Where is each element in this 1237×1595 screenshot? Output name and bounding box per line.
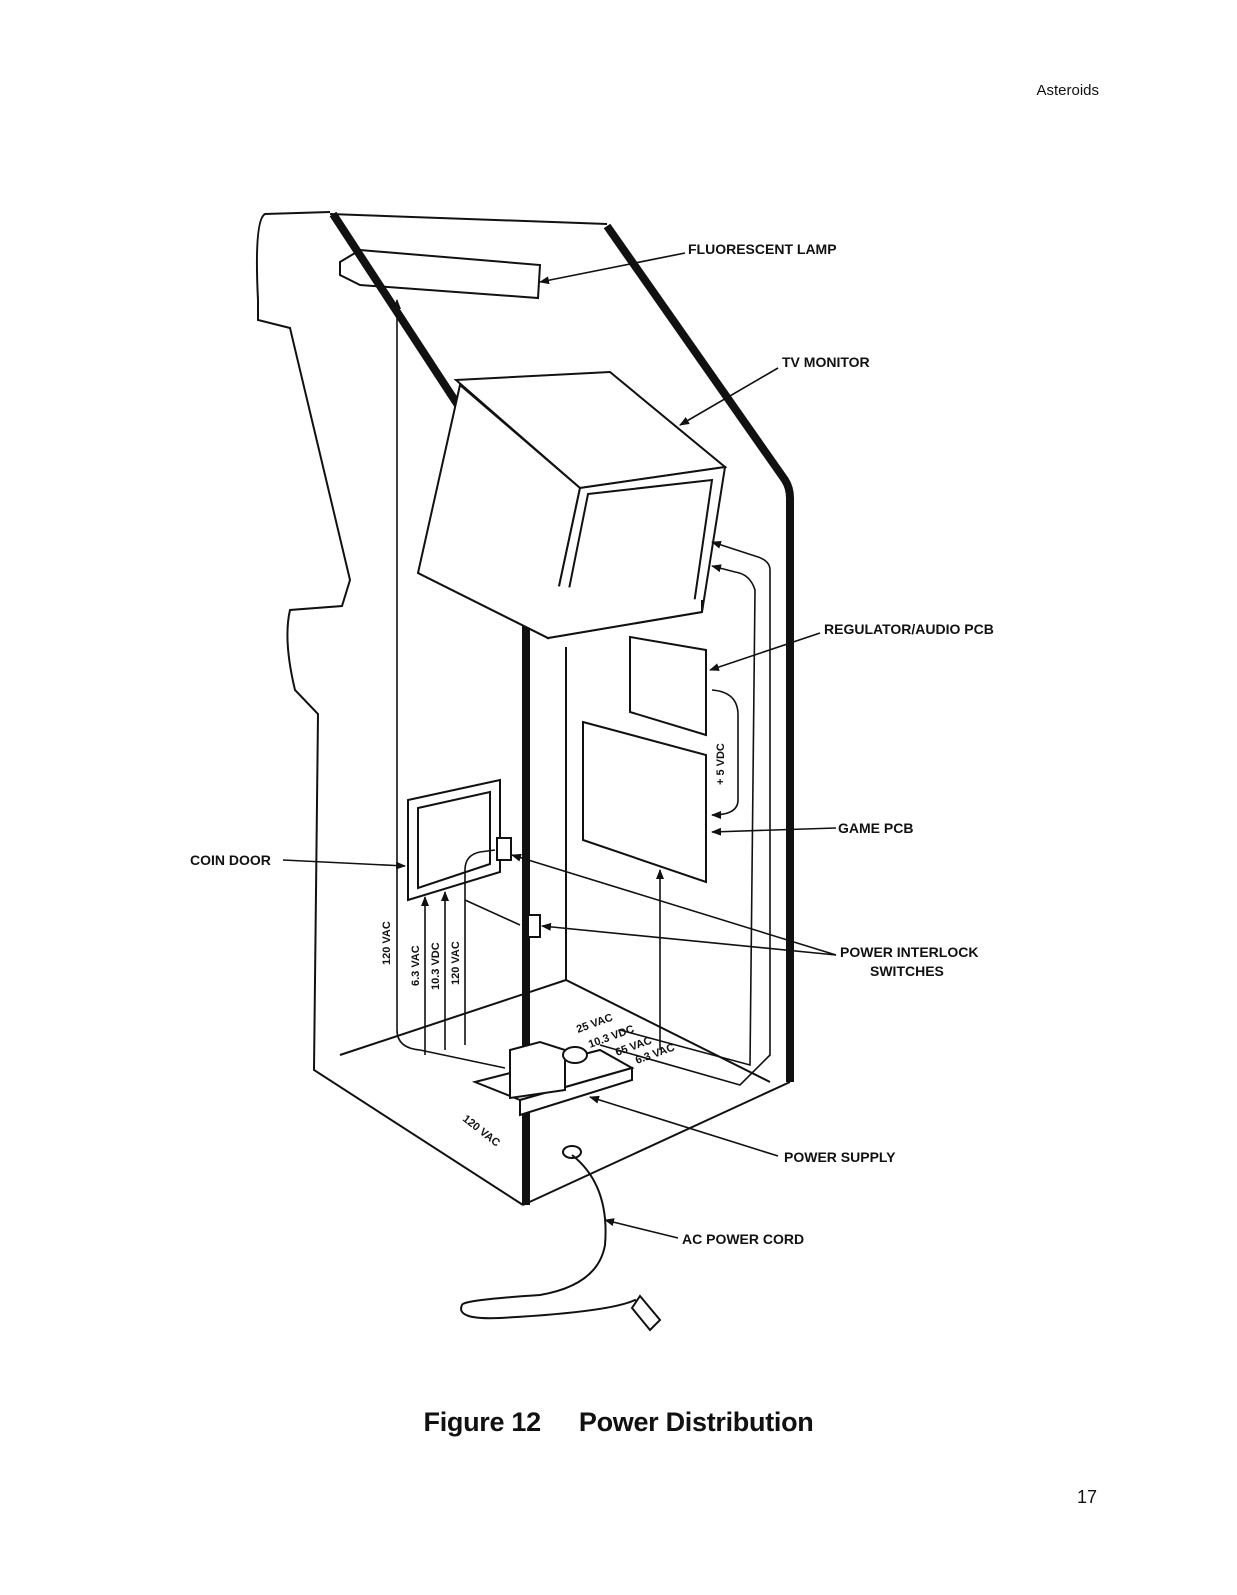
label-coin-door: COIN DOOR <box>190 852 271 868</box>
figure-title: Power Distribution <box>579 1407 814 1438</box>
voltage-coin-6-3vac: 6.3 VAC <box>410 945 422 986</box>
voltage-pcb-5vdc: + 5 VDC <box>715 743 727 785</box>
ac-cord-plug <box>632 1296 660 1330</box>
cabinet-top-front-edge <box>330 214 607 224</box>
leader-game-pcb <box>712 828 836 832</box>
coin-door <box>408 780 500 900</box>
label-regulator-audio-pcb: REGULATOR/AUDIO PCB <box>824 621 994 637</box>
voltage-cord-120vac: 120 VAC <box>460 1113 502 1149</box>
leader-tv-monitor <box>680 368 778 425</box>
power-supply <box>475 1042 632 1115</box>
figure-number: Figure 12 <box>424 1407 541 1438</box>
leader-ac-power-cord <box>605 1220 678 1238</box>
label-power-supply: POWER SUPPLY <box>784 1149 896 1165</box>
voltage-coin-120vac: 120 VAC <box>450 941 462 985</box>
label-power-interlock-line1: POWER INTERLOCK <box>840 944 978 960</box>
game-pcb-board <box>583 722 706 882</box>
wire-interlock-link <box>465 900 520 925</box>
figure-caption: Figure 12 Power Distribution <box>0 1407 1237 1438</box>
cabinet-front-thick-edge <box>333 214 526 1205</box>
label-fluorescent-lamp: FLUORESCENT LAMP <box>688 241 837 257</box>
interlock-switch-upper <box>497 838 511 860</box>
label-ac-power-cord: AC POWER CORD <box>682 1231 804 1247</box>
ac-power-cord <box>461 1146 660 1330</box>
leader-regulator-audio-pcb <box>710 633 820 670</box>
leader-power-supply <box>590 1097 778 1156</box>
voltage-coin-10-3vdc: 10.3 VDC <box>430 942 442 990</box>
cabinet-left-side-panel <box>257 212 523 1205</box>
wire-interior-bottom-left <box>397 1000 505 1068</box>
regulator-audio-pcb-board <box>630 637 706 735</box>
label-tv-monitor: TV MONITOR <box>782 354 870 370</box>
leader-coin-door <box>283 860 405 866</box>
tv-monitor <box>418 372 725 638</box>
label-power-interlock-line2: SWITCHES <box>870 963 944 979</box>
wire-pcb-5vdc-lower <box>712 800 738 815</box>
power-supply-transformer <box>510 1042 565 1098</box>
interlock-switch-lower <box>528 915 540 937</box>
power-supply-capacitor <box>563 1047 587 1063</box>
ac-cord-cable <box>461 1155 648 1318</box>
label-game-pcb: GAME PCB <box>838 820 913 836</box>
leader-fluorescent-lamp <box>540 253 685 282</box>
voltage-lamp-feed: 120 VAC <box>381 921 393 965</box>
page-number: 17 <box>1077 1487 1097 1508</box>
